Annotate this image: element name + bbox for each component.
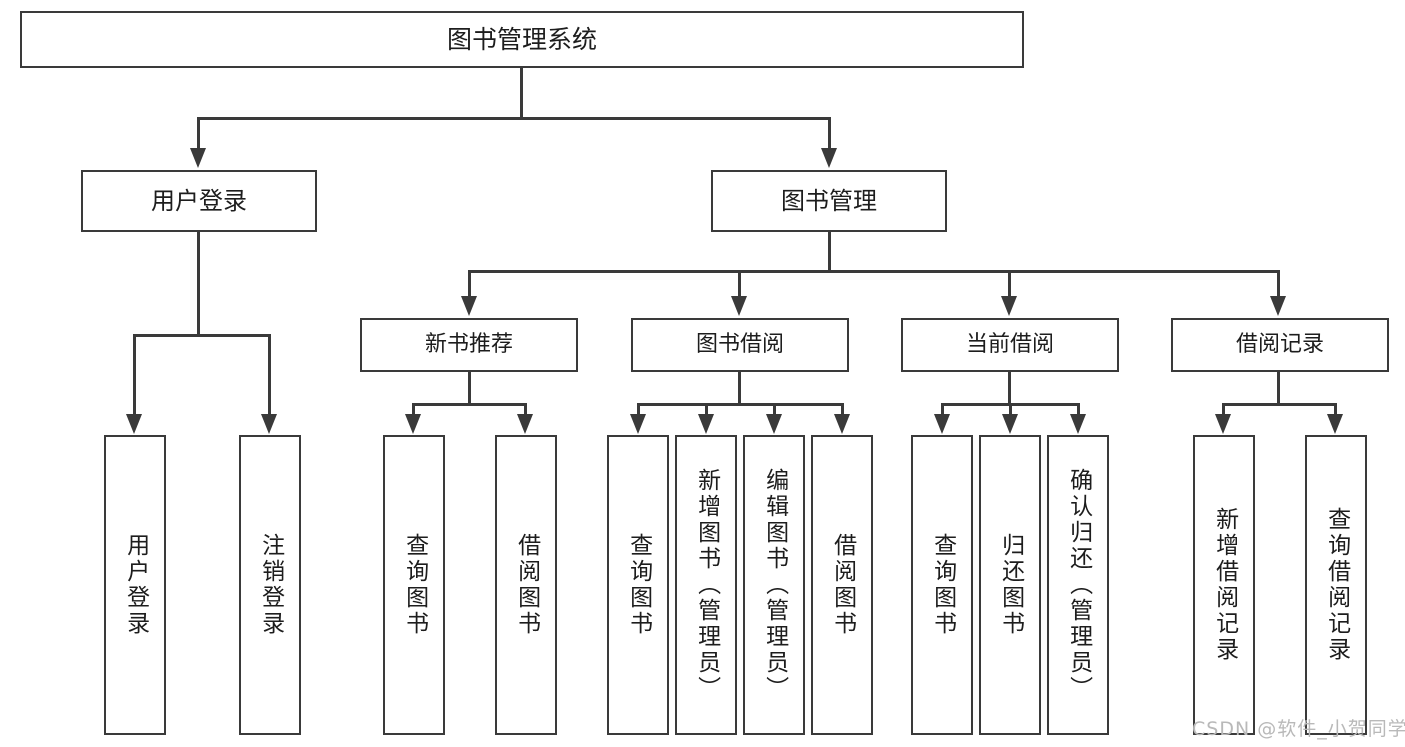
leaf-current-query-book[interactable]: 查询图书 (911, 435, 973, 735)
connector-current-borrow-stem (1008, 372, 1011, 404)
leaf-book-borrow-action[interactable]: 借阅图书 (811, 435, 873, 735)
arrowhead-user-login (190, 148, 206, 168)
connector-borrow-record-stem (1277, 372, 1280, 404)
connector-book-borrow-drop-4 (841, 403, 844, 417)
node-label: 用户登录 (122, 533, 149, 637)
node-label: 查询图书 (625, 533, 652, 637)
connector-to-borrow-record (1277, 270, 1280, 298)
connector-user-login-drop-2 (268, 334, 271, 416)
arrowhead-leaf-book-borrow-3 (766, 414, 782, 434)
leaf-logout[interactable]: 注销登录 (239, 435, 301, 735)
connector-to-current-borrow (1008, 270, 1011, 298)
leaf-book-edit-admin[interactable]: 编辑图书（管理员） (743, 435, 805, 735)
node-current-borrow[interactable]: 当前借阅 (901, 318, 1119, 372)
arrowhead-leaf-borrow-record-1 (1215, 414, 1231, 434)
connector-book-borrow-drop-1 (637, 403, 640, 417)
node-book-borrow[interactable]: 图书借阅 (631, 318, 849, 372)
node-label: 确认归还（管理员） (1065, 468, 1092, 702)
node-label: 图书管理系统 (446, 24, 597, 54)
connector-root-to-book-manage (828, 117, 831, 150)
connector-book-borrow-drop-3 (773, 403, 776, 417)
arrowhead-leaf-borrow-record-2 (1327, 414, 1343, 434)
leaf-add-borrow-record[interactable]: 新增借阅记录 (1193, 435, 1255, 735)
node-label: 注销登录 (257, 533, 284, 637)
leaf-new-book-borrow[interactable]: 借阅图书 (495, 435, 557, 735)
arrowhead-leaf-current-borrow-2 (1002, 414, 1018, 434)
connector-current-borrow-drop-3 (1077, 403, 1080, 417)
node-label: 新增借阅记录 (1211, 507, 1238, 663)
arrowhead-leaf-book-borrow-4 (834, 414, 850, 434)
node-user-login[interactable]: 用户登录 (81, 170, 317, 232)
node-label: 当前借阅 (965, 332, 1054, 358)
connector-book-manage-bus (468, 270, 1280, 273)
node-borrow-record[interactable]: 借阅记录 (1171, 318, 1389, 372)
leaf-return-book[interactable]: 归还图书 (979, 435, 1041, 735)
connector-book-manage-stem (828, 232, 831, 272)
node-label: 图书管理 (781, 186, 877, 215)
node-book-manage[interactable]: 图书管理 (711, 170, 947, 232)
connector-root-to-user-login (197, 117, 200, 150)
arrowhead-leaf-current-borrow-1 (934, 414, 950, 434)
arrowhead-current-borrow (1001, 296, 1017, 316)
arrowhead-leaf-current-borrow-3 (1070, 414, 1086, 434)
connector-root-stem (520, 68, 523, 118)
node-label: 查询图书 (401, 533, 428, 637)
connector-to-book-borrow (738, 270, 741, 298)
node-label: 新增图书（管理员） (693, 468, 720, 702)
node-label: 编辑图书（管理员） (761, 468, 788, 702)
leaf-book-add-admin[interactable]: 新增图书（管理员） (675, 435, 737, 735)
arrowhead-new-book (461, 296, 477, 316)
leaf-user-login[interactable]: 用户登录 (104, 435, 166, 735)
connector-root-bus (197, 117, 831, 120)
connector-new-book-drop-2 (524, 403, 527, 417)
node-label: 查询图书 (929, 533, 956, 637)
connector-to-new-book (468, 270, 471, 298)
connector-current-borrow-drop-1 (941, 403, 944, 417)
connector-book-borrow-drop-2 (705, 403, 708, 417)
arrowhead-leaf-book-borrow-2 (698, 414, 714, 434)
leaf-confirm-return-admin[interactable]: 确认归还（管理员） (1047, 435, 1109, 735)
connector-new-book-drop-1 (412, 403, 415, 417)
connector-user-login-stem (197, 232, 200, 335)
arrowhead-book-borrow (731, 296, 747, 316)
connector-book-borrow-bus (637, 403, 844, 406)
connector-borrow-record-drop-2 (1334, 403, 1337, 417)
leaf-query-borrow-record[interactable]: 查询借阅记录 (1305, 435, 1367, 735)
connector-new-book-bus (412, 403, 527, 406)
connector-user-login-drop-1 (133, 334, 136, 416)
connector-borrow-record-drop-1 (1222, 403, 1225, 417)
arrowhead-borrow-record (1270, 296, 1286, 316)
node-label: 查询借阅记录 (1323, 507, 1350, 663)
node-label: 借阅图书 (829, 533, 856, 637)
node-label: 新书推荐 (424, 332, 513, 358)
arrowhead-book-manage (821, 148, 837, 168)
node-label: 借阅图书 (513, 533, 540, 637)
connector-current-borrow-drop-2 (1009, 403, 1012, 417)
node-label: 用户登录 (151, 186, 247, 215)
connector-borrow-record-bus (1222, 403, 1337, 406)
arrowhead-leaf-user-login-1 (126, 414, 142, 434)
node-root-system[interactable]: 图书管理系统 (20, 11, 1024, 68)
node-label: 归还图书 (997, 533, 1024, 637)
csdn-watermark: CSDN @软件_小贺同学 (1192, 718, 1405, 740)
connector-new-book-stem (468, 372, 471, 404)
leaf-new-book-query[interactable]: 查询图书 (383, 435, 445, 735)
node-label: 图书借阅 (695, 332, 784, 358)
node-label: 借阅记录 (1235, 332, 1324, 358)
connector-book-borrow-stem (738, 372, 741, 404)
arrowhead-leaf-user-login-2 (261, 414, 277, 434)
leaf-book-borrow-query[interactable]: 查询图书 (607, 435, 669, 735)
arrowhead-leaf-book-borrow-1 (630, 414, 646, 434)
connector-user-login-bus (133, 334, 271, 337)
arrowhead-leaf-new-book-2 (517, 414, 533, 434)
node-new-book-recommend[interactable]: 新书推荐 (360, 318, 578, 372)
arrowhead-leaf-new-book-1 (405, 414, 421, 434)
